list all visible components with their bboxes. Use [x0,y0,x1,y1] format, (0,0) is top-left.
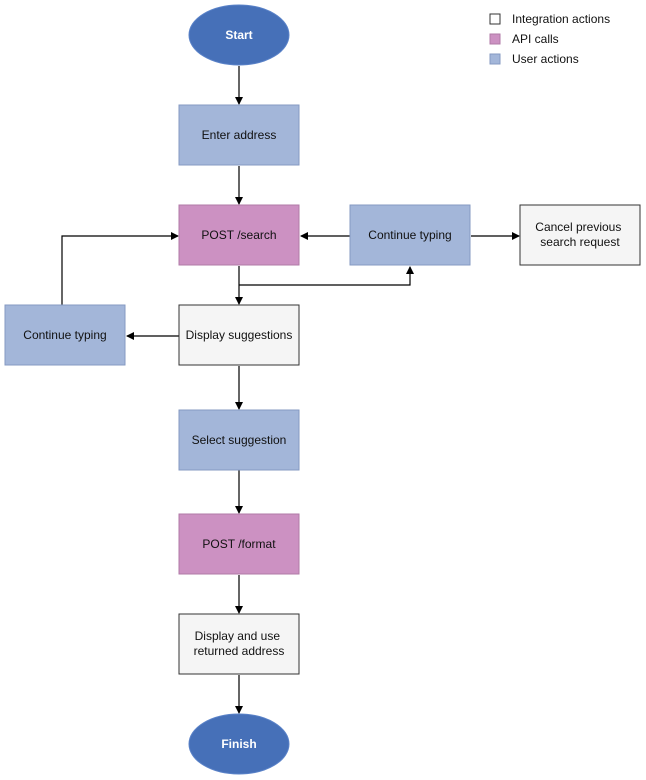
legend-label-integration: Integration actions [512,12,610,26]
display-use-shape [178,613,300,675]
cancel-request-line-2: search request [540,235,620,249]
continue-typing-right-label: Continue typing [368,228,451,242]
display-use-line-2: returned address [194,644,285,658]
post-search-node: POST /search [178,204,300,266]
select-suggestion-shape [178,409,300,471]
display-suggestions-node: Display suggestions [178,304,300,366]
edge-post-search-to-continue-typing [239,266,414,286]
cancel-request-line-1: Cancel previous [535,220,621,234]
legend-label-api: API calls [512,32,559,46]
finish-shape [188,713,290,775]
cancel-request-node: Cancel previous search request [519,204,641,266]
start-label: Start [225,28,252,42]
legend-label-user: User actions [512,52,579,66]
post-format-node: POST /format [178,513,300,575]
display-use-line-1: Display and use [195,629,281,643]
continue-typing-left-label: Continue typing [23,328,106,342]
enter-address-node: Enter address [178,104,300,166]
display-suggestions-label: Display suggestions [186,328,293,342]
continue-typing-right-shape [349,204,471,266]
enter-address-label: Enter address [202,128,277,142]
finish-node: Finish [188,713,290,775]
legend-swatch-api [489,33,501,45]
legend-swatch-user [489,53,501,65]
start-node: Start [188,4,290,66]
continue-typing-right-node: Continue typing [349,204,471,266]
post-search-label: POST /search [201,228,276,242]
display-use-node: Display and use returned address [178,613,300,675]
post-search-shape [178,204,300,266]
continue-typing-left-node: Continue typing [4,304,126,366]
start-shape [188,4,290,66]
select-suggestion-node: Select suggestion [178,409,300,471]
enter-address-shape [178,104,300,166]
legend-swatch-integration [489,13,501,25]
display-use-label: Display and use returned address [194,629,285,658]
post-format-shape [178,513,300,575]
cancel-request-label: Cancel previous search request [535,220,624,249]
cancel-request-shape [519,204,641,266]
post-format-label: POST /format [202,537,276,551]
legend: Integration actions API calls User actio… [489,12,610,66]
finish-label: Finish [221,737,256,751]
select-suggestion-label: Select suggestion [192,433,287,447]
display-suggestions-shape [178,304,300,366]
connectors [61,66,520,714]
edge-continue-typing-to-post-search-loop [61,232,179,305]
continue-typing-left-shape [4,304,126,366]
